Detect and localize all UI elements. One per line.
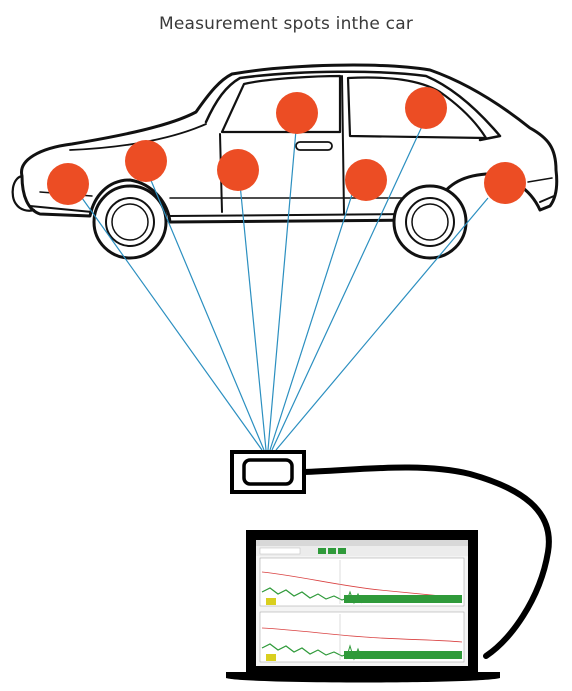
beam-line [81,197,263,451]
rear-wheel-icon [392,184,468,260]
beam-line [267,129,297,451]
measurement-spot [47,163,89,205]
upper-graph-panel [259,557,465,607]
measurement-spot [217,149,259,191]
beam-line [271,121,425,451]
beam-line [269,181,357,451]
laptop-icon [226,530,500,683]
sensor-device-icon [230,450,306,494]
diagram-title: Measurement spots inthe car [158,14,414,34]
measurement-beams [81,121,489,451]
measurement-spot [484,162,526,204]
measurement-spot [345,159,387,201]
lower-graph-panel [259,611,465,663]
beam-line [239,183,267,451]
beam-line [149,177,265,451]
measurement-spot [405,87,447,129]
connection-cable [301,464,552,659]
front-wheel-icon [92,184,168,260]
measurement-spot [125,140,167,182]
car-outline-icon [11,63,559,224]
measurement-spot [276,92,318,134]
beam-line [275,197,489,451]
